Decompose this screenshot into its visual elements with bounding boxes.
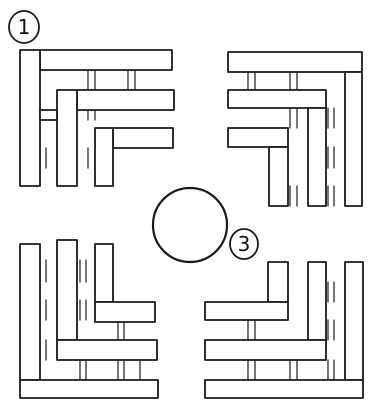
block-3-bar-mid [57, 340, 157, 360]
block-1-bar-left [20, 50, 40, 186]
block-3-bar-mid-vertical [57, 240, 77, 340]
block-4-bar-mid-vertical [308, 262, 326, 340]
block-2-bar-mid-vertical [308, 108, 326, 206]
block-2-bar-top [228, 52, 362, 72]
block-1-bar-mid-vertical [57, 90, 77, 186]
block-1-bar-top [40, 50, 172, 70]
block-4-bar-inner-vertical [268, 262, 288, 302]
label-1-marker: 1 [9, 11, 39, 43]
block-2-bar-mid [228, 90, 326, 108]
block-1-bar-inner [113, 128, 173, 148]
block-2-bar-right [345, 72, 362, 206]
block-1-bar-band [40, 110, 57, 120]
label-3-marker: 3 [230, 229, 258, 259]
block-3-bar-left [20, 244, 40, 380]
block-1-bar-mid [77, 90, 174, 110]
tile-block-4 [205, 262, 363, 398]
block-2-bar-inner [228, 128, 288, 147]
block-1-bar-inner-vertical [95, 128, 113, 186]
block-4-bar-inner [205, 302, 288, 320]
block-2-bar-inner-vertical [269, 147, 288, 206]
center-circle [153, 188, 227, 262]
block-4-bar-mid [205, 340, 326, 360]
block-3-bar-inner-vertical [95, 244, 113, 302]
block-4-bar-bottom [205, 380, 363, 398]
block-3-bar-bottom [20, 380, 158, 398]
tile-block-1 [20, 50, 174, 186]
block-3-bar-inner [95, 302, 155, 322]
tile-block-2 [228, 52, 362, 206]
label-3-text: 3 [238, 232, 251, 256]
tile-block-3 [20, 240, 158, 398]
label-1-text: 1 [18, 15, 31, 39]
block-4-bar-right [345, 262, 363, 380]
